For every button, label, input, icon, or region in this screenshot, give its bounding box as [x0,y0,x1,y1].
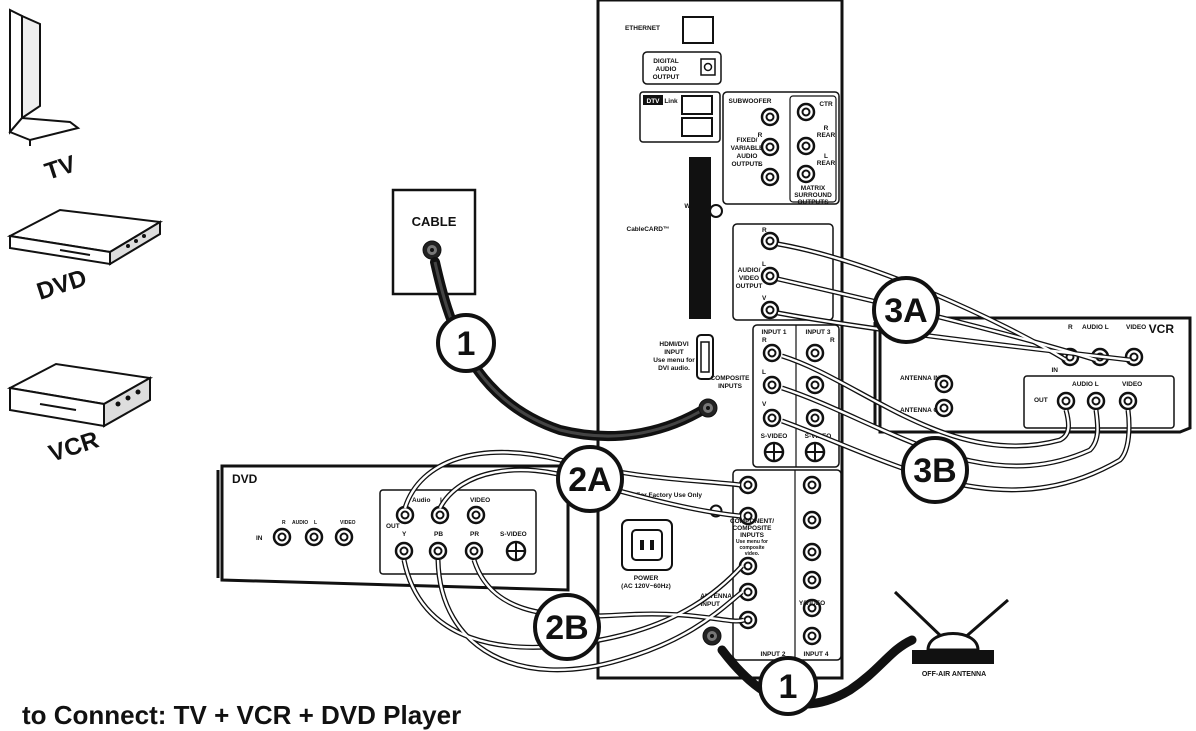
callout-2a: 2A [558,447,622,511]
av-l-label: L [762,261,766,268]
av-v-label: V [762,295,767,302]
vcr-label: VCR [46,426,103,467]
bottom-title: to Connect: TV + VCR + DVD Player [22,700,461,731]
input1-label: INPUT 1 [762,329,787,336]
r-rear-label-2: REAR [817,132,836,139]
off-air-antenna: OFF-AIR ANTENNA [895,592,1008,678]
callout-3b: 3B [903,438,967,502]
svideo-label-1: S-VIDEO [761,433,788,440]
dvd-audio-label: AUDIO [292,520,308,526]
vcr-audio-l2-label: AUDIO L [1072,381,1099,388]
fixed-label-4: OUTPUTS [731,161,763,168]
matrix-label-2: SURROUND [794,192,832,199]
callout-2b: 2B [535,595,599,659]
fixed-label-2: VARIABLE [731,145,764,152]
digital-audio-label-3: OUTPUT [653,74,680,81]
r-rear-label-1: R [824,125,829,132]
in3-r: R [830,337,835,344]
dvd-video-label: VIDEO [340,520,356,526]
vcr-out-label: OUT [1034,397,1048,404]
l-rear-label-1: L [824,153,828,160]
vcr-video2-label: VIDEO [1122,381,1142,388]
dvd-l-label: L [314,520,317,526]
dvd-back-panel: DVD IN R AUDIO L VIDEO OUT Audio L VIDEO… [218,466,568,590]
power-label-1: POWER [634,575,659,582]
vcr-panel-title: VCR [1149,322,1175,336]
av-output-1: AUDIO/ [738,267,761,274]
in1-v: V [762,401,767,408]
dvd-y-label: Y [402,531,407,538]
cablecard-label: CableCARD™ [627,226,670,233]
r-label: R [758,132,763,139]
vcr-video-label: VIDEO [1126,324,1146,331]
vcr-icon [10,364,150,426]
hdmi-label-2: INPUT [664,349,684,356]
matrix-label-3: OUTPUTS [797,199,829,206]
av-output-2: VIDEO [739,275,759,282]
composite-label-2: INPUTS [718,383,743,390]
fixed-label-1: FIXED/ [737,137,758,144]
ethernet-port [683,17,713,43]
component-1: COMPONENT/ [730,518,774,525]
ethernet-label: ETHERNET [625,25,660,32]
dvd-audio-top-label: Audio [412,497,430,504]
matrix-label-1: MATRIX [801,185,826,192]
subwoofer-label: SUBWOOFER [729,98,772,105]
vcr-ant-in-label: ANTENNA IN [900,375,940,382]
callout-3a-text: 3A [884,292,927,330]
cable-label: CABLE [412,214,457,229]
input3-label: INPUT 3 [806,329,831,336]
callout-2a-text: 2A [568,461,611,499]
dvd-pr-label: PR [470,531,479,538]
power-label-2: (AC 120V~60Hz) [621,583,671,590]
yvideo-label: Y/VIDEO [799,600,825,607]
digital-audio-label-2: AUDIO [656,66,677,73]
cablecard-slot [690,158,710,318]
callout-3a: 3A [874,278,938,342]
dvd-in-label: IN [256,535,263,542]
dvd-pb-label: PB [434,531,443,538]
digital-audio-label-1: DIGITAL [653,58,679,65]
dvd-icon [10,210,160,264]
dvd-r-label: R [282,520,286,526]
av-r-label: R [762,227,767,234]
av-output-3: OUTPUT [736,283,763,290]
composite-label-1: COMPOSITE [710,375,750,382]
dvd-label: DVD [34,264,91,305]
hdmi-label-1: HDMI/DVI [659,341,688,348]
ctr-label: CTR [819,101,833,108]
fixed-label-3: AUDIO [737,153,758,160]
in1-l: L [762,369,766,376]
l-rear-label-2: REAR [817,160,836,167]
component-2: COMPOSITE [732,525,772,532]
dtv-label: DTV [647,98,661,105]
callout-2b-text: 2B [545,609,588,647]
dvd-out-label: OUT [386,523,400,530]
callout-1a-text: 1 [457,325,476,363]
vcr-audio-l-label: AUDIO L [1082,324,1109,331]
callout-1-cable: 1 [438,315,494,371]
callout-1b-text: 1 [779,668,798,706]
dvd-panel-title: DVD [232,472,258,486]
tv-label: TV [42,151,80,186]
callout-3b-text: 3B [913,452,956,490]
tv-icon [10,10,78,146]
component-3: INPUTS [740,532,765,539]
vcr-in-label: IN [1052,367,1059,374]
input4-label: INPUT 4 [804,651,829,658]
dvd-svideo-label: S-VIDEO [500,531,527,538]
tv-back-panel: ETHERNET DIGITAL AUDIO OUTPUT DTV Link S… [598,0,842,678]
dvd-video-top-label: VIDEO [470,497,490,504]
antenna-label: OFF-AIR ANTENNA [922,671,986,678]
link-label: Link [664,98,678,105]
component-6: video. [745,551,760,557]
callout-1-antenna: 1 [760,658,816,714]
hdmi-label-3: Use menu for [653,357,695,364]
in1-r: R [762,337,767,344]
hdmi-label-4: DVI audio. [658,365,690,372]
vcr-r-label: R [1068,324,1073,331]
